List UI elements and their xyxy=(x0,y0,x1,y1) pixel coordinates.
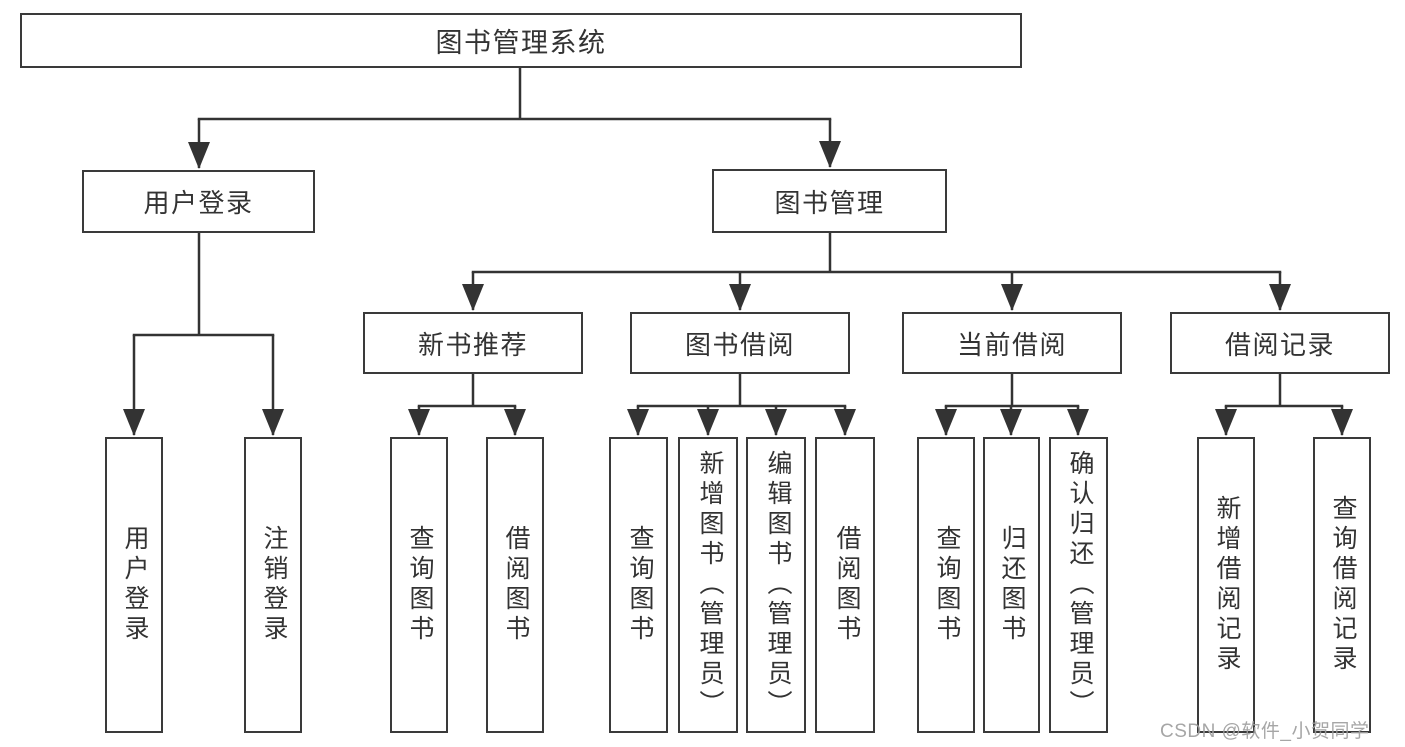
leaf-current-query-books: 查询图书 xyxy=(917,437,975,733)
leaf-current-confirm-return-admin: 确认归还（管理员） xyxy=(1049,437,1108,733)
leaf-borrowing-edit-books-admin: 编辑图书（管理员） xyxy=(746,437,806,733)
node-book-borrowing: 图书借阅 xyxy=(630,312,850,374)
leaf-borrowing-query-books: 查询图书 xyxy=(609,437,668,733)
node-borrowing-records: 借阅记录 xyxy=(1170,312,1390,374)
watermark: CSDN @软件_小贺同学 xyxy=(1160,721,1370,742)
leaf-borrowing-add-books-admin: 新增图书（管理员） xyxy=(678,437,738,733)
leaf-records-query-record: 查询借阅记录 xyxy=(1313,437,1371,733)
leaf-borrowing-borrow-books: 借阅图书 xyxy=(815,437,875,733)
leaf-current-return-books: 归还图书 xyxy=(983,437,1040,733)
leaf-recommend-borrow-books: 借阅图书 xyxy=(486,437,544,733)
leaf-recommend-query-books: 查询图书 xyxy=(390,437,448,733)
node-user-login: 用户登录 xyxy=(82,170,315,233)
node-book-management: 图书管理 xyxy=(712,169,947,233)
node-current-borrowing: 当前借阅 xyxy=(902,312,1122,374)
leaf-logout: 注销登录 xyxy=(244,437,302,733)
node-root: 图书管理系统 xyxy=(20,13,1022,68)
node-new-book-recommend: 新书推荐 xyxy=(363,312,583,374)
leaf-records-add-record: 新增借阅记录 xyxy=(1197,437,1255,733)
leaf-user-login: 用户登录 xyxy=(105,437,163,733)
